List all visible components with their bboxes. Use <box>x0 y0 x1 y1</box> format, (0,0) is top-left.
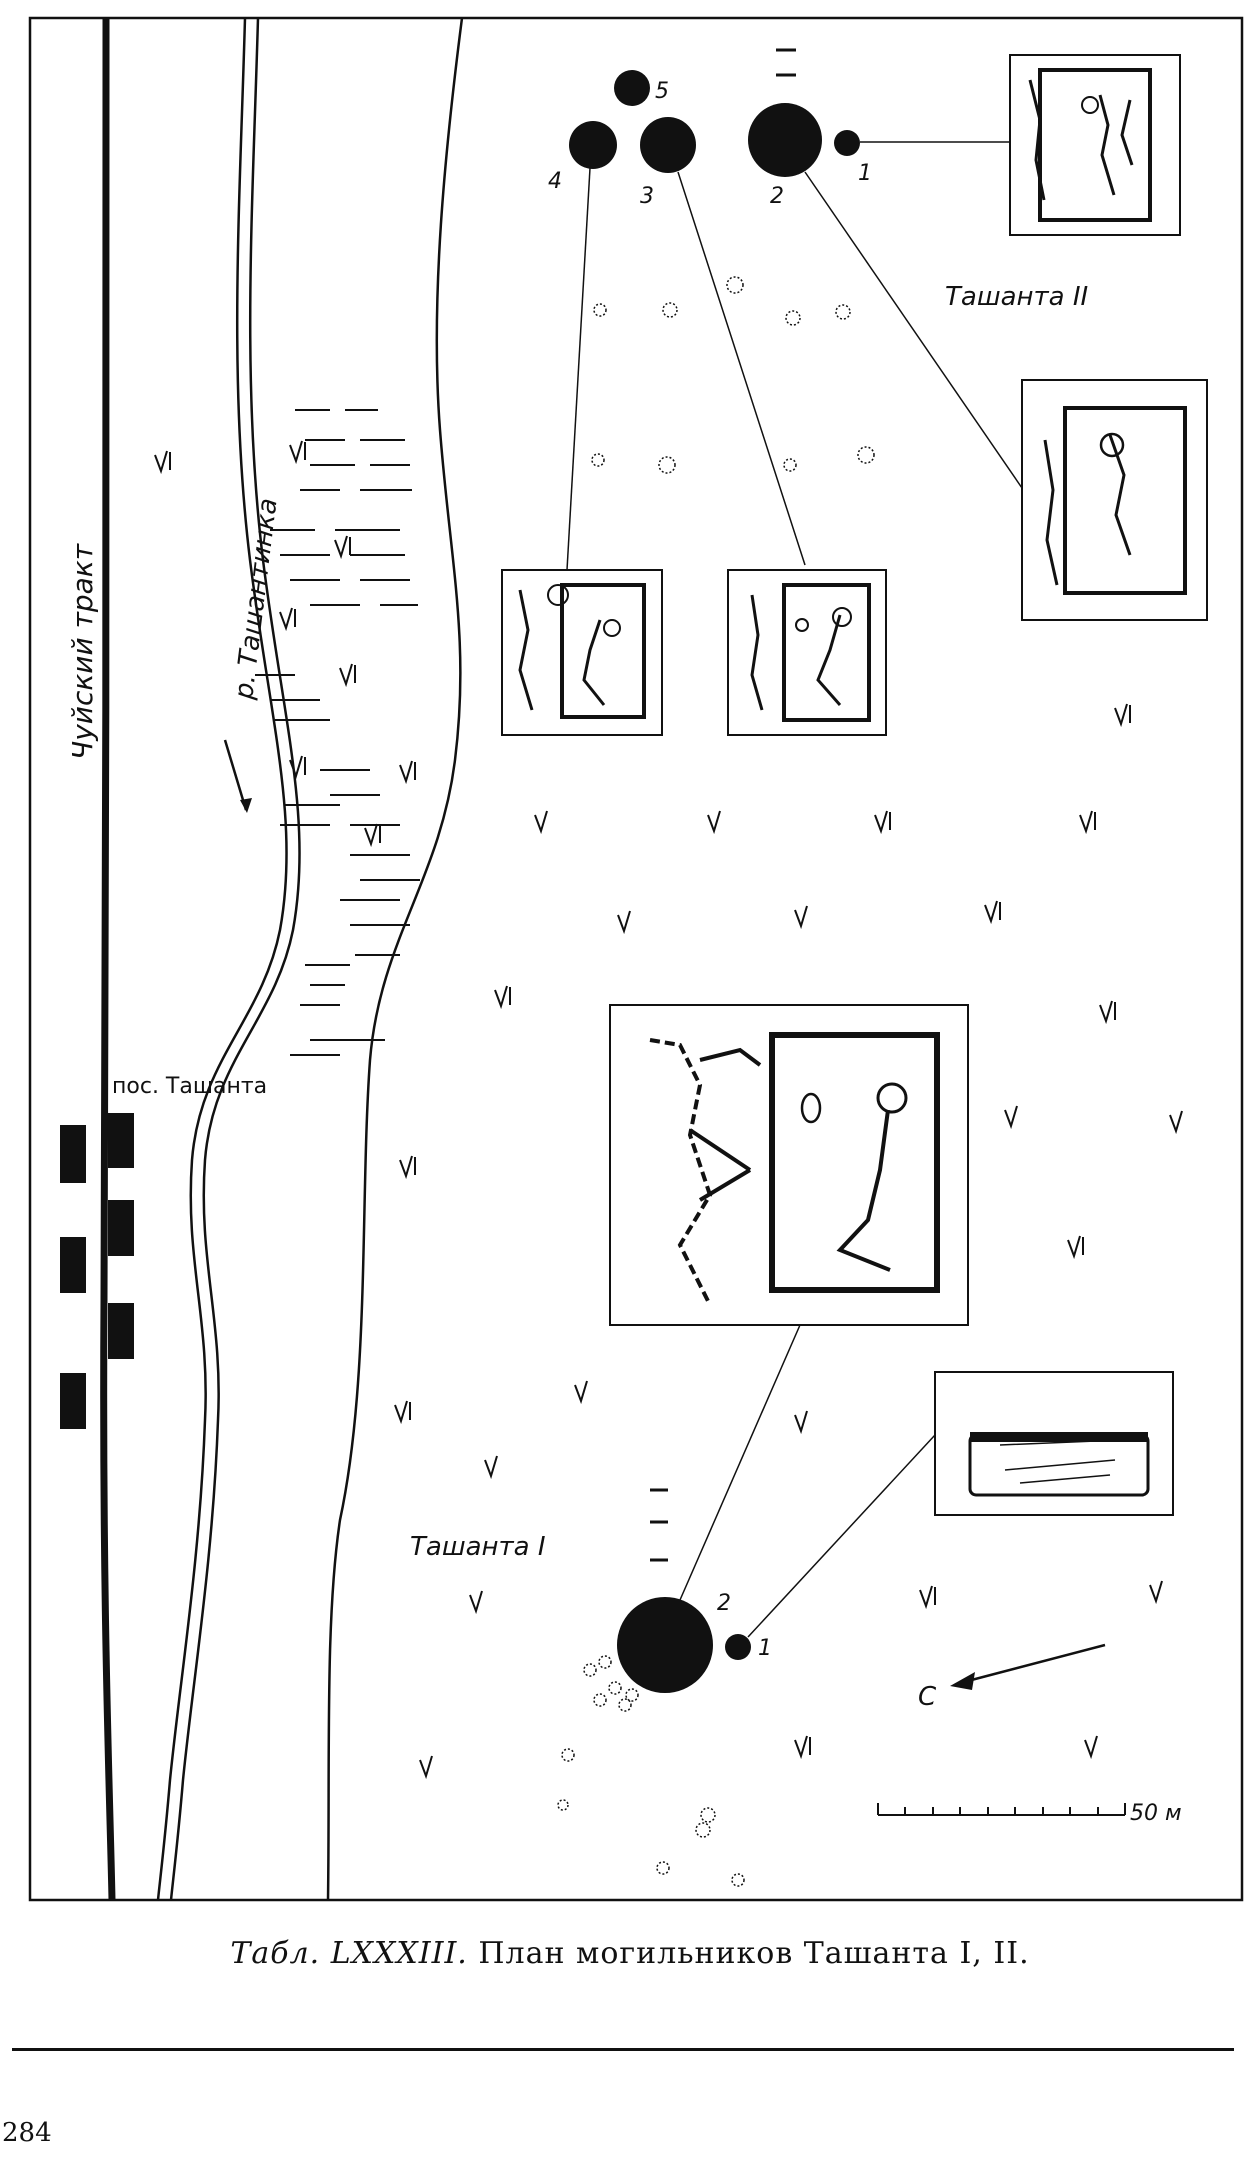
village-houses <box>60 1113 134 1429</box>
burial-inset-site2-mound3 <box>727 569 887 736</box>
site-2-mounds <box>569 70 860 177</box>
river <box>156 17 301 1901</box>
north-arrow <box>950 1643 1106 1690</box>
figure-caption: Табл. LXXXIII. План могильников Ташанта … <box>0 1936 1260 1971</box>
burial-inset-site2-mound4 <box>501 569 663 736</box>
site-2-mound-label-2: 2 <box>770 184 784 209</box>
leader-lines <box>566 141 1023 1638</box>
burial-inset-site2-mound1 <box>1009 54 1181 236</box>
burial-inset-site1-mound2 <box>609 1004 969 1326</box>
site-2-mound-label-3: 3 <box>640 184 654 209</box>
small-pits <box>557 276 875 1887</box>
burial-inset-site1-mound1 <box>934 1371 1174 1516</box>
river-label: р. Ташантинка <box>229 496 284 701</box>
page-rule <box>12 2048 1234 2051</box>
grass-symbols <box>154 440 1183 1780</box>
river-flow-arrow <box>223 739 248 811</box>
site-1-mound-label-1: 1 <box>758 1636 772 1661</box>
site-2-mound-label-5: 5 <box>655 79 669 104</box>
burial-inset-site2-mound2 <box>1021 379 1208 621</box>
site-2-marker-dashes <box>776 48 796 77</box>
page-number: 284 <box>2 2118 52 2148</box>
road-line <box>100 17 116 1901</box>
site-2-label: Ташанта II <box>945 282 1088 312</box>
site-2-mound-label-1: 1 <box>858 161 872 186</box>
road-label: Чуйский тракт <box>66 543 99 760</box>
site-1-marker-dashes <box>650 1488 668 1562</box>
site-1-mounds <box>617 1597 751 1693</box>
village-label: пос. Ташанта <box>112 1074 267 1099</box>
site-1-label: Ташанта I <box>410 1532 546 1562</box>
scale-bar <box>877 1803 1126 1816</box>
terrace-edge-line <box>326 17 464 1901</box>
caption-prefix: Табл. LXXXIII. <box>230 1936 468 1971</box>
site-1-mound-label-2: 2 <box>717 1591 731 1616</box>
site-2-mound-label-4: 4 <box>548 169 562 194</box>
caption-text: План могильников Ташанта I, II. <box>478 1936 1030 1971</box>
scale-label: 50 м <box>1130 1801 1182 1826</box>
marsh-hatching <box>255 409 420 1056</box>
north-label: С <box>918 1682 937 1712</box>
map-frame <box>28 16 1244 1902</box>
